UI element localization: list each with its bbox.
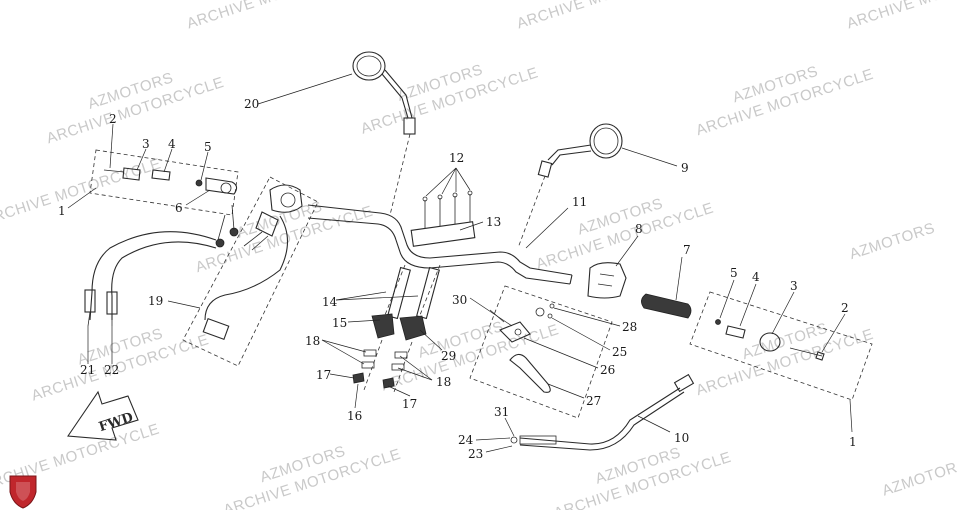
callout-28: 28 xyxy=(622,320,637,334)
callout-5: 5 xyxy=(204,140,212,154)
callout-8: 8 xyxy=(635,222,643,236)
handlebar xyxy=(307,204,573,285)
callout-18: 18 xyxy=(436,375,451,389)
callout-9: 9 xyxy=(681,161,689,175)
clutch-cable xyxy=(510,373,695,451)
right-grip-group xyxy=(689,291,873,401)
callout-17: 17 xyxy=(316,368,331,382)
handlebar-clamps xyxy=(352,190,476,393)
callout-7: 7 xyxy=(683,243,691,257)
callout-20: 20 xyxy=(244,97,259,111)
left-switch-group xyxy=(182,176,319,367)
right-switch-and-grip xyxy=(587,262,692,319)
callout-24: 24 xyxy=(458,433,474,447)
callout-29: 29 xyxy=(441,349,456,363)
callout-6: 6 xyxy=(175,201,183,215)
leader-lines xyxy=(67,73,853,453)
callout-16: 16 xyxy=(347,409,362,423)
brand-logo xyxy=(9,475,37,509)
callout-13: 13 xyxy=(486,215,501,229)
callout-17: 17 xyxy=(402,397,417,411)
callout-21: 21 xyxy=(80,363,95,377)
watermark-archive: ARCHIVE MOTORCYCLE xyxy=(845,0,957,32)
callout-23: 23 xyxy=(468,447,483,461)
watermark-archive: ARCHIVE MOTORCYCLE xyxy=(515,0,697,32)
callout-numbers: 20 9 11 12 13 14 15 18 18 17 17 16 29 19… xyxy=(58,97,857,461)
callout-18: 18 xyxy=(305,334,320,348)
callout-22: 22 xyxy=(104,363,119,377)
callout-2: 2 xyxy=(109,112,117,126)
callout-2-right: 2 xyxy=(841,301,849,315)
callout-1: 1 xyxy=(58,204,66,218)
callout-15: 15 xyxy=(332,316,347,330)
watermark-azmotors: AZMOTORS xyxy=(880,456,957,500)
callout-4: 4 xyxy=(168,137,176,151)
watermark-archive: ARCHIVE MOTORCYCLE xyxy=(185,0,367,32)
callout-3-right: 3 xyxy=(790,279,798,293)
callout-19: 19 xyxy=(148,294,163,308)
callout-31: 31 xyxy=(494,405,509,419)
callout-12: 12 xyxy=(449,151,464,165)
mirror-right xyxy=(517,123,623,249)
mirror-left xyxy=(352,51,416,216)
watermark-azmotors: AZMOTORS xyxy=(847,219,937,263)
callout-30: 30 xyxy=(452,293,467,307)
callout-27: 27 xyxy=(586,394,601,408)
callout-5-right: 5 xyxy=(730,266,738,280)
callout-14: 14 xyxy=(322,295,338,309)
callout-10: 10 xyxy=(674,431,689,445)
callout-11: 11 xyxy=(572,195,587,209)
throttle-cables xyxy=(84,204,239,327)
callout-3: 3 xyxy=(142,137,150,151)
callout-4-right: 4 xyxy=(752,270,760,284)
callout-1-right: 1 xyxy=(849,435,857,449)
callout-25: 25 xyxy=(612,345,627,359)
callout-26: 26 xyxy=(600,363,615,377)
